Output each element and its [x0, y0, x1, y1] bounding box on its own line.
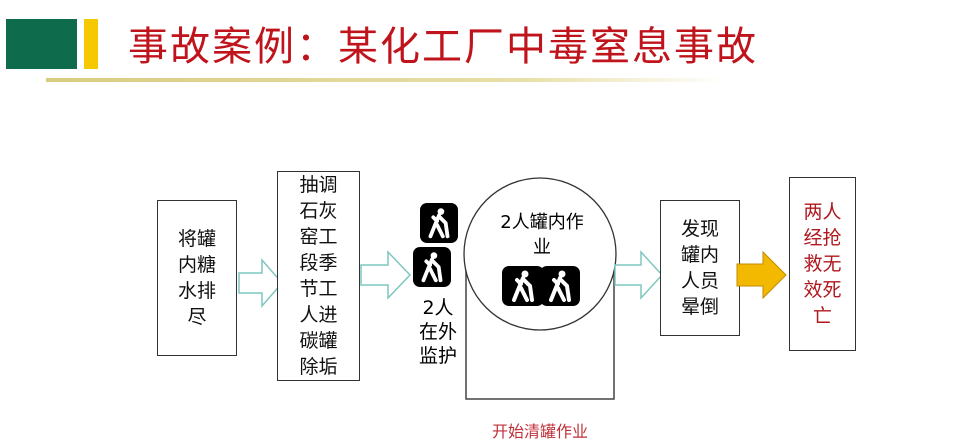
hiker-icon — [413, 247, 451, 287]
tank-caption: 开始清罐作业 — [491, 422, 588, 441]
arrow-right-icon — [238, 258, 283, 308]
hiker-icon — [502, 266, 544, 306]
step-result: 两人经抢救无效死亡 — [789, 177, 856, 351]
step-discovered: 发现罐内人员晕倒 — [660, 200, 740, 336]
page-title: 事故案例：某化工厂中毒窒息事故 — [128, 24, 758, 70]
outside-label: 2人在外监护 — [418, 297, 457, 367]
title-underline — [46, 78, 726, 82]
step-workers: 抽调石灰窑工段季节工人进碳罐除垢 — [277, 171, 360, 381]
hiker-icon — [420, 203, 458, 243]
green-square — [6, 19, 77, 69]
step-drain: 将罐内糖水排尽 — [157, 200, 237, 356]
hiker-icon — [540, 266, 580, 306]
yellow-bar — [84, 19, 98, 69]
arrow-right-icon — [614, 250, 664, 300]
arrow-right-icon — [736, 250, 787, 300]
arrow-right-icon — [360, 250, 412, 300]
inside-label: 2人罐内作业 — [500, 212, 584, 258]
